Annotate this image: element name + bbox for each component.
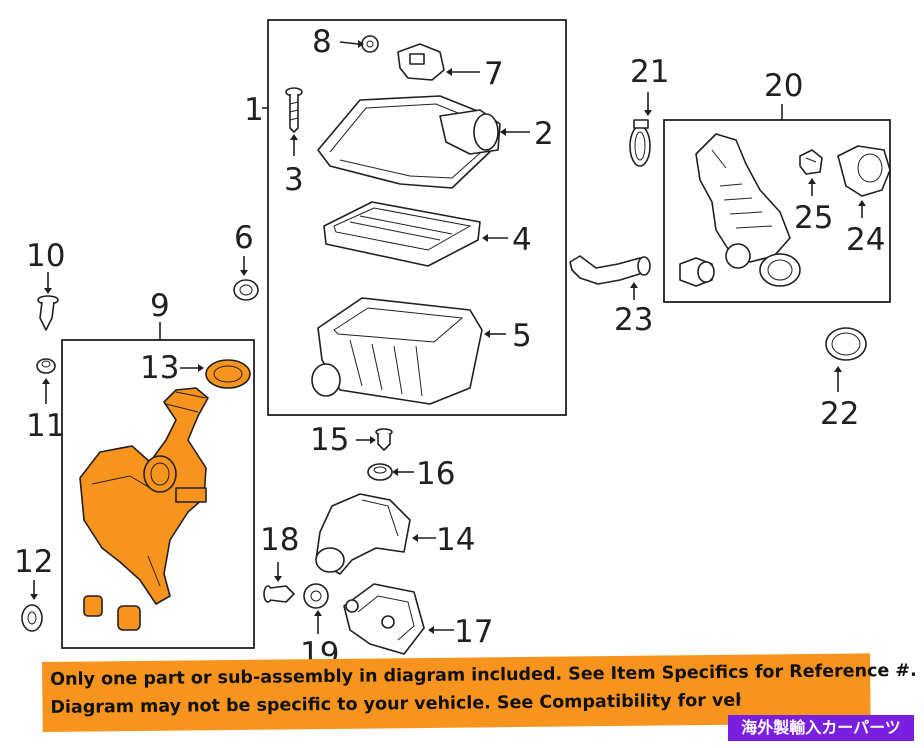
import-parts-badge: 海外製輸入カーパーツ — [728, 715, 914, 741]
callout-8: 8 — [312, 24, 332, 60]
notice-line-1: Only one part or sub-assembly in diagram… — [50, 660, 917, 690]
callout-4: 4 — [512, 222, 532, 258]
callout-18: 18 — [260, 522, 299, 558]
part-5-cleaner-housing — [311, 297, 506, 405]
callout-9: 9 — [150, 288, 170, 324]
part-15-clip — [356, 428, 393, 451]
part-17-bracket — [343, 583, 454, 655]
part-6-grommet — [233, 256, 259, 301]
callout-15: 15 — [310, 422, 349, 458]
part-11-grommet — [36, 358, 56, 404]
callout-21: 21 — [630, 54, 669, 90]
callout-2: 2 — [534, 116, 554, 152]
callout-7: 7 — [484, 56, 504, 92]
part-10-clip — [37, 272, 59, 331]
callout-6: 6 — [234, 220, 254, 256]
part-4-air-filter — [323, 201, 508, 267]
notice-line-2: Diagram may not be specific to your vehi… — [50, 690, 741, 718]
part-9-mounts — [83, 595, 141, 631]
callout-12: 12 — [14, 544, 53, 580]
part-7-sensor — [397, 43, 480, 81]
part-16-grommet — [367, 463, 414, 481]
callout-14: 14 — [436, 522, 475, 558]
part-23-hose — [569, 255, 651, 300]
part-22-clamp — [825, 327, 867, 392]
part-8-grommet — [339, 35, 379, 53]
callout-1: 1 — [244, 92, 264, 128]
assembly-box-1 — [267, 19, 567, 416]
part-20-intake-tube — [679, 133, 801, 287]
callout-24: 24 — [846, 222, 885, 258]
callout-17: 17 — [454, 614, 493, 650]
part-24-elbow — [837, 145, 891, 218]
assembly-box-20 — [663, 119, 891, 303]
callout-10: 10 — [26, 238, 65, 274]
callout-16: 16 — [416, 456, 455, 492]
callout-5: 5 — [512, 318, 532, 354]
callout-3: 3 — [284, 162, 304, 198]
part-12-washer — [21, 580, 43, 632]
callout-13: 13 — [140, 350, 179, 386]
callout-22: 22 — [820, 396, 859, 432]
part-14-duct — [315, 493, 436, 575]
callout-11: 11 — [26, 408, 65, 444]
callout-25: 25 — [794, 200, 833, 236]
part-19-bushing — [303, 583, 329, 634]
part-3-bolt — [285, 87, 303, 156]
part-2-cleaner-cover — [317, 95, 530, 189]
part-18-clip — [263, 562, 295, 603]
part-25-clip — [799, 149, 823, 196]
assembly-box-9 — [61, 339, 255, 649]
part-9-resonator-highlighted — [79, 387, 209, 605]
callout-20: 20 — [764, 68, 803, 104]
callout-23: 23 — [614, 302, 653, 338]
part-13-seal-ring — [180, 359, 251, 389]
part-21-clamp — [629, 92, 652, 167]
